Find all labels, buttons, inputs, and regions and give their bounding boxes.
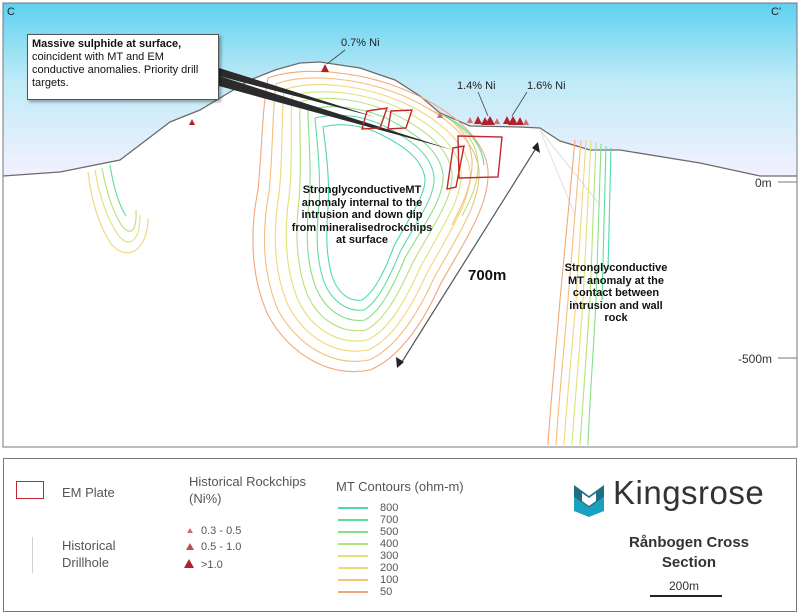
distance-arrow (396, 142, 540, 368)
mt-contour-value: 100 (380, 574, 399, 586)
em-plate (457, 135, 503, 179)
rockchips (189, 64, 529, 125)
em-plate (361, 107, 389, 130)
mt-contour-value: 700 (380, 514, 399, 526)
brand-name: Kingsrose (613, 474, 765, 511)
mt-contours-legend-title: MT Contours (ohm-m) (336, 479, 464, 494)
mt-contours-central (252, 70, 489, 373)
terrain-profile (2, 61, 797, 177)
map-title: Rånbogen Cross Section (628, 534, 749, 571)
callout-heading: Massive sulphide at surface, (32, 38, 182, 50)
anomaly-contact-text: Stronglyconductive MT anomaly at the con… (564, 262, 668, 324)
mt-contour-value: 300 (380, 550, 399, 562)
mt-contour-value: 400 (380, 538, 399, 550)
mt-contours-right (547, 139, 612, 446)
section-label-start: C (7, 6, 15, 18)
rockchip-large-icon (184, 559, 194, 568)
rockchip-marker (321, 64, 329, 72)
ni-label-1-4: 1.4% Ni (457, 80, 496, 92)
rockchip-marker (508, 116, 518, 125)
massive-sulphide-callout: Massive sulphide at surface, coincident … (27, 34, 219, 100)
rockchip-marker (523, 119, 529, 125)
drillhole-swatch (32, 537, 33, 573)
rockchip-medium-icon (186, 543, 194, 550)
rockchip-range-low: 0.3 - 0.5 (201, 525, 242, 537)
depth-label-0m: 0m (755, 176, 772, 190)
rockchip-marker (189, 119, 195, 125)
section-label-end: C' (771, 6, 782, 18)
legend-panel: EM Plate Historical Drillhole Historical… (3, 458, 797, 612)
rockchip-marker (437, 112, 443, 118)
rockchip-range-mid: 0.5 - 1.0 (201, 541, 242, 553)
rockchip-marker (485, 116, 495, 125)
scale-bar (650, 595, 722, 597)
em-plate (446, 145, 465, 190)
rockchip-marker (467, 117, 473, 123)
em-plate-swatch (16, 481, 44, 499)
rockchips-legend-title: Historical Rockchips (Ni%) (189, 474, 307, 506)
mt-contour-swatch (338, 591, 368, 593)
cross-section-panel: C C' 0m -500m 0.7% Ni 1.4% Ni 1.6% Ni Ma… (2, 2, 798, 448)
mt-contour-swatch (338, 507, 368, 509)
callout-body: coincident with MT and EM conductive ano… (32, 51, 199, 89)
em-plates (361, 107, 503, 190)
mt-contours-left (87, 164, 149, 254)
callout-pointer-upper (219, 68, 375, 117)
em-plate (387, 109, 413, 130)
ni-label-1-6: 1.6% Ni (527, 80, 566, 92)
rockchip-marker (516, 117, 524, 125)
rockchip-marker (494, 118, 500, 124)
mt-contour-swatch (338, 531, 368, 533)
scale-bar-label: 200m (668, 579, 700, 593)
mt-contour-swatch (338, 579, 368, 581)
rockchip-marker (474, 116, 482, 124)
drillhole-legend-label: Historical Drillhole (62, 538, 116, 570)
em-plate-legend-label: EM Plate (62, 485, 115, 500)
mt-contour-swatch (338, 567, 368, 569)
rockchip-small-icon (187, 528, 193, 533)
anomaly-internal-text: StronglyconductiveMT anomaly internal to… (291, 184, 433, 246)
callout-pointer-lower (219, 76, 453, 150)
mt-contour-value: 200 (380, 562, 399, 574)
rockchip-range-high: >1.0 (201, 559, 223, 571)
mt-contour-value: 800 (380, 502, 399, 514)
mt-contour-swatch (338, 543, 368, 545)
rockchip-marker (503, 116, 511, 124)
mt-contour-value: 500 (380, 526, 399, 538)
mt-contour-swatch (338, 555, 368, 557)
distance-label: 700m (468, 267, 507, 284)
ni-label-0-7: 0.7% Ni (341, 37, 380, 49)
kingsrose-logo-icon (574, 485, 604, 517)
mt-contour-value: 50 (380, 586, 393, 598)
depth-label-500m: -500m (738, 352, 773, 366)
mt-contour-swatch (338, 519, 368, 521)
